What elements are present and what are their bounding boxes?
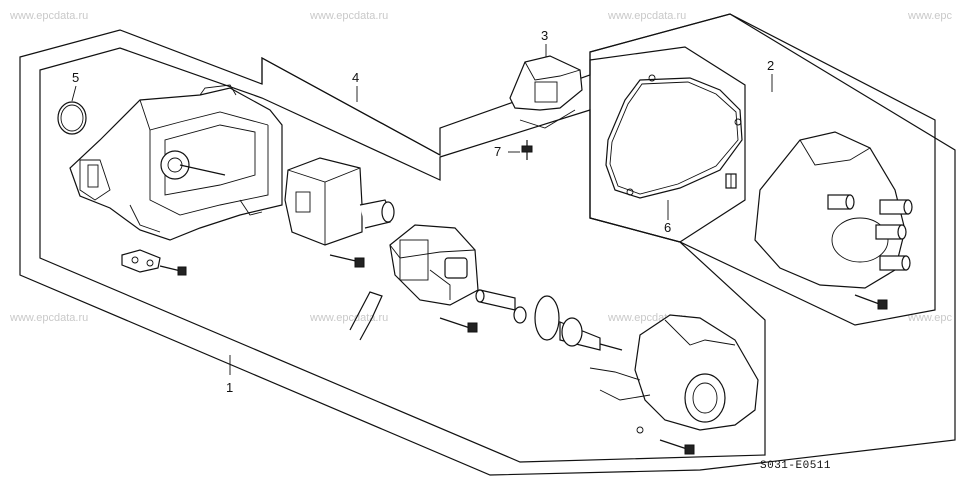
callout-2: 2 — [767, 58, 775, 73]
callout-5: 5 — [72, 70, 80, 85]
watermark-text: www.epcdata.ru — [10, 10, 89, 22]
callout-4: 4 — [352, 70, 360, 85]
distributor-housing — [69, 84, 283, 241]
watermark-text: www.epcdata.ru — [10, 312, 89, 324]
cap-gasket-part-6 — [605, 74, 743, 199]
watermark-text: www.epcdata.ru — [310, 312, 389, 324]
lower-housing — [589, 314, 759, 455]
callout-6: 6 — [664, 220, 672, 235]
bracket-and-bolt — [121, 249, 187, 276]
distributor-cap-part-2 — [754, 131, 913, 310]
distributor-shaft — [475, 289, 623, 351]
wire-clip — [349, 291, 383, 341]
diagram-code: S031-E0511 — [760, 460, 832, 472]
callout-3: 3 — [541, 28, 549, 43]
igniter-module — [389, 224, 479, 333]
frame-6 — [589, 46, 746, 243]
callout-7: 7 — [494, 144, 502, 159]
frame-4 — [261, 56, 441, 156]
watermark-text: www.epcdata.ru — [310, 10, 389, 22]
ignition-coil-part-4 — [284, 157, 395, 268]
watermark-text: www.epc — [908, 312, 953, 324]
rotor-part-3 — [509, 55, 583, 129]
o-ring-part-5 — [57, 101, 87, 135]
callout-1: 1 — [226, 380, 234, 395]
small-plug — [725, 173, 737, 189]
screw-part-7 — [521, 140, 533, 160]
watermark-text: www.epcdata.ru — [608, 10, 687, 22]
watermark-text: www.epc — [908, 10, 953, 22]
leader-line-5 — [71, 85, 77, 102]
